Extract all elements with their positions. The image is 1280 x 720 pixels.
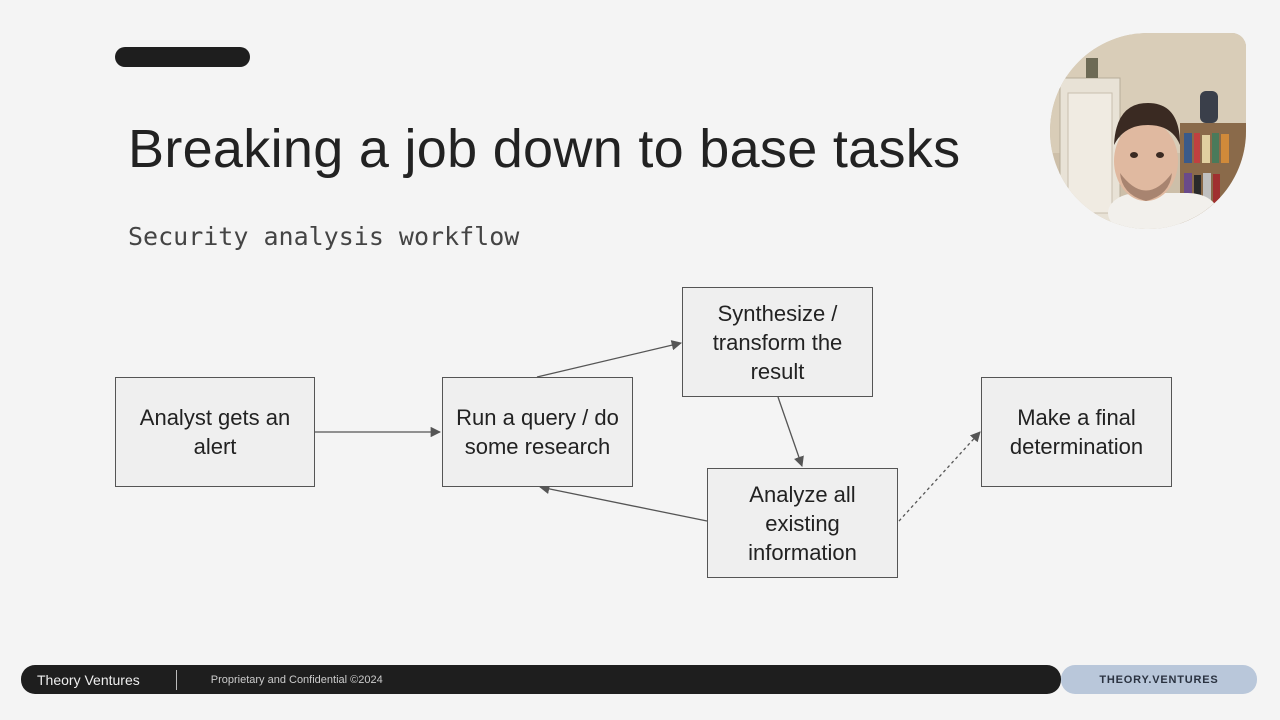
node-synthesize: Synthesize / transform the result [682, 287, 873, 397]
slide-subtitle: Security analysis workflow [128, 222, 520, 251]
node-run-query: Run a query / do some research [442, 377, 633, 487]
slide-title: Breaking a job down to base tasks [128, 119, 961, 179]
footer-divider [175, 669, 177, 690]
edge-synthesize-to-analyze [777, 396, 804, 467]
edge-analyze-to-determine [898, 431, 981, 522]
edge-query-to-synthesize [536, 340, 683, 378]
title-accent-bar [115, 47, 250, 67]
node-final-determination: Make a final determination [981, 377, 1172, 487]
footer-bar: Theory Ventures Proprietary and Confiden… [21, 665, 1061, 694]
edge-analyze-to-query [538, 483, 708, 522]
footer-site-link[interactable]: THEORY.VENTURES [1061, 665, 1257, 694]
node-analyze: Analyze all existing information [707, 468, 898, 578]
node-analyst-alert: Analyst gets an alert [115, 377, 315, 487]
presenter-webcam [1050, 33, 1246, 229]
footer-legal: Proprietary and Confidential ©2024 [210, 673, 383, 686]
footer-brand: Theory Ventures [37, 671, 140, 688]
